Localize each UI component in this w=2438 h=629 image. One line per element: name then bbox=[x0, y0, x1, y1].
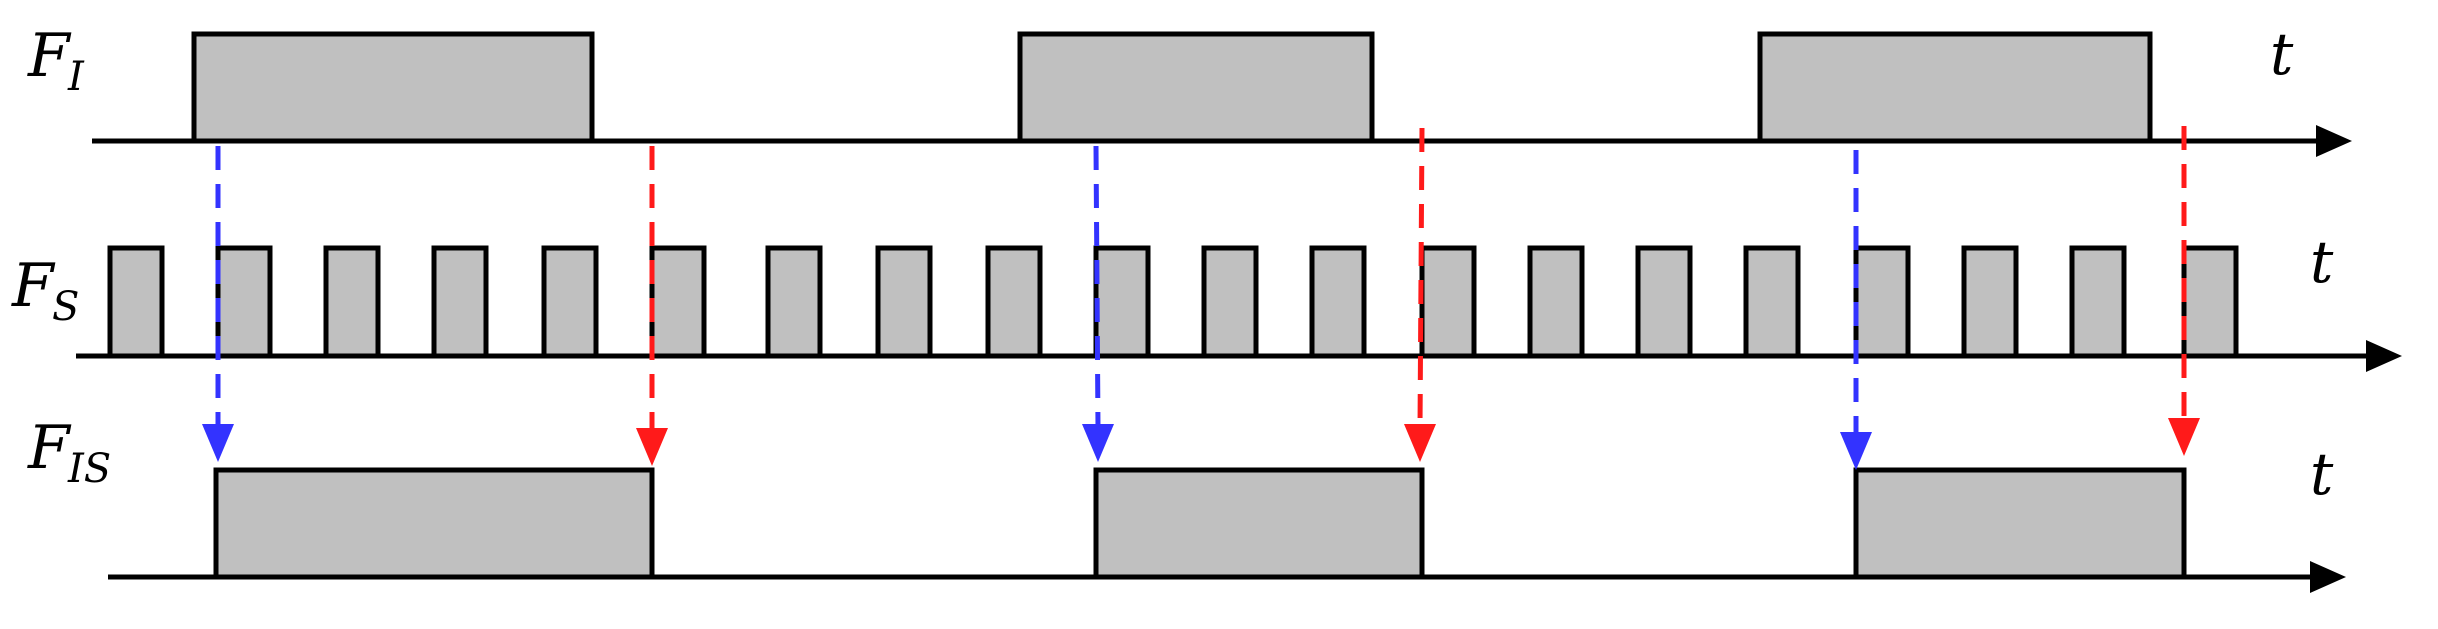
fis-axis-label: t bbox=[2310, 440, 2334, 508]
fs-axis-arrowhead bbox=[2366, 340, 2402, 372]
transition-markers bbox=[202, 126, 2200, 470]
falling-edge-marker-3 bbox=[2168, 126, 2200, 456]
fs-row-label: F S bbox=[11, 251, 79, 330]
fs-axis-label: t bbox=[2310, 228, 2334, 296]
fi-pulse-2 bbox=[1017, 31, 1375, 144]
fs-clock-pulse-8 bbox=[875, 245, 933, 359]
fs-clock-pulse-12 bbox=[1309, 245, 1367, 359]
fi-pulse-1 bbox=[191, 31, 595, 144]
fs-clock-pulse-2 bbox=[215, 245, 273, 359]
fi-label-sub: I bbox=[67, 54, 85, 100]
fs-clock-pulse-16 bbox=[1743, 245, 1801, 359]
fs-clock-pulse-14 bbox=[1527, 245, 1585, 359]
fs-clock-pulse-18 bbox=[1961, 245, 2019, 359]
fs-clock-pulse-20 bbox=[2181, 245, 2239, 359]
fs-clock-pulse-6 bbox=[649, 245, 707, 359]
falling-edge-marker-2 bbox=[1404, 127, 1436, 462]
falling-edge-marker-1 bbox=[636, 146, 668, 466]
fs-clock-pulse-19 bbox=[2069, 245, 2127, 359]
fi-axis-label: t bbox=[2270, 20, 2294, 88]
fs-label-sub: S bbox=[52, 284, 79, 330]
fs-clock-pulse-9 bbox=[985, 245, 1043, 359]
fis-axis-arrowhead bbox=[2310, 561, 2346, 593]
time-axes bbox=[76, 125, 2402, 593]
fs-clock-pulse-7 bbox=[765, 245, 823, 359]
fis-signal-pulses bbox=[213, 467, 2187, 580]
fs-signal-pulses bbox=[107, 245, 2239, 359]
fi-axis-arrowhead bbox=[2316, 125, 2352, 157]
fi-pulse-3 bbox=[1757, 31, 2153, 144]
fis-label-main: F bbox=[27, 413, 72, 483]
fs-clock-pulse-5 bbox=[541, 245, 599, 359]
fi-row-label: F I bbox=[27, 21, 85, 100]
fs-clock-pulse-4 bbox=[431, 245, 489, 359]
fs-clock-pulse-3 bbox=[323, 245, 381, 359]
fs-clock-pulse-10 bbox=[1093, 245, 1151, 359]
fi-label-main: F bbox=[27, 21, 72, 91]
fs-clock-pulse-15 bbox=[1635, 245, 1693, 359]
fs-clock-pulse-1 bbox=[107, 245, 165, 359]
fs-clock-pulse-17 bbox=[1853, 245, 1911, 359]
fis-label-sub: IS bbox=[67, 446, 111, 492]
fis-row-label: F IS bbox=[27, 413, 111, 492]
fs-clock-pulse-13 bbox=[1419, 245, 1477, 359]
rising-edge-marker-1 bbox=[202, 146, 234, 462]
fs-label-main: F bbox=[11, 251, 56, 321]
fis-pulse-3 bbox=[1853, 467, 2187, 580]
fi-signal-pulses bbox=[191, 31, 2153, 144]
rising-edge-marker-3 bbox=[1840, 150, 1872, 470]
fis-pulse-2 bbox=[1093, 467, 1425, 580]
fs-clock-pulse-11 bbox=[1201, 245, 1259, 359]
fis-pulse-1 bbox=[213, 467, 655, 580]
rising-edge-marker-2 bbox=[1082, 145, 1114, 462]
